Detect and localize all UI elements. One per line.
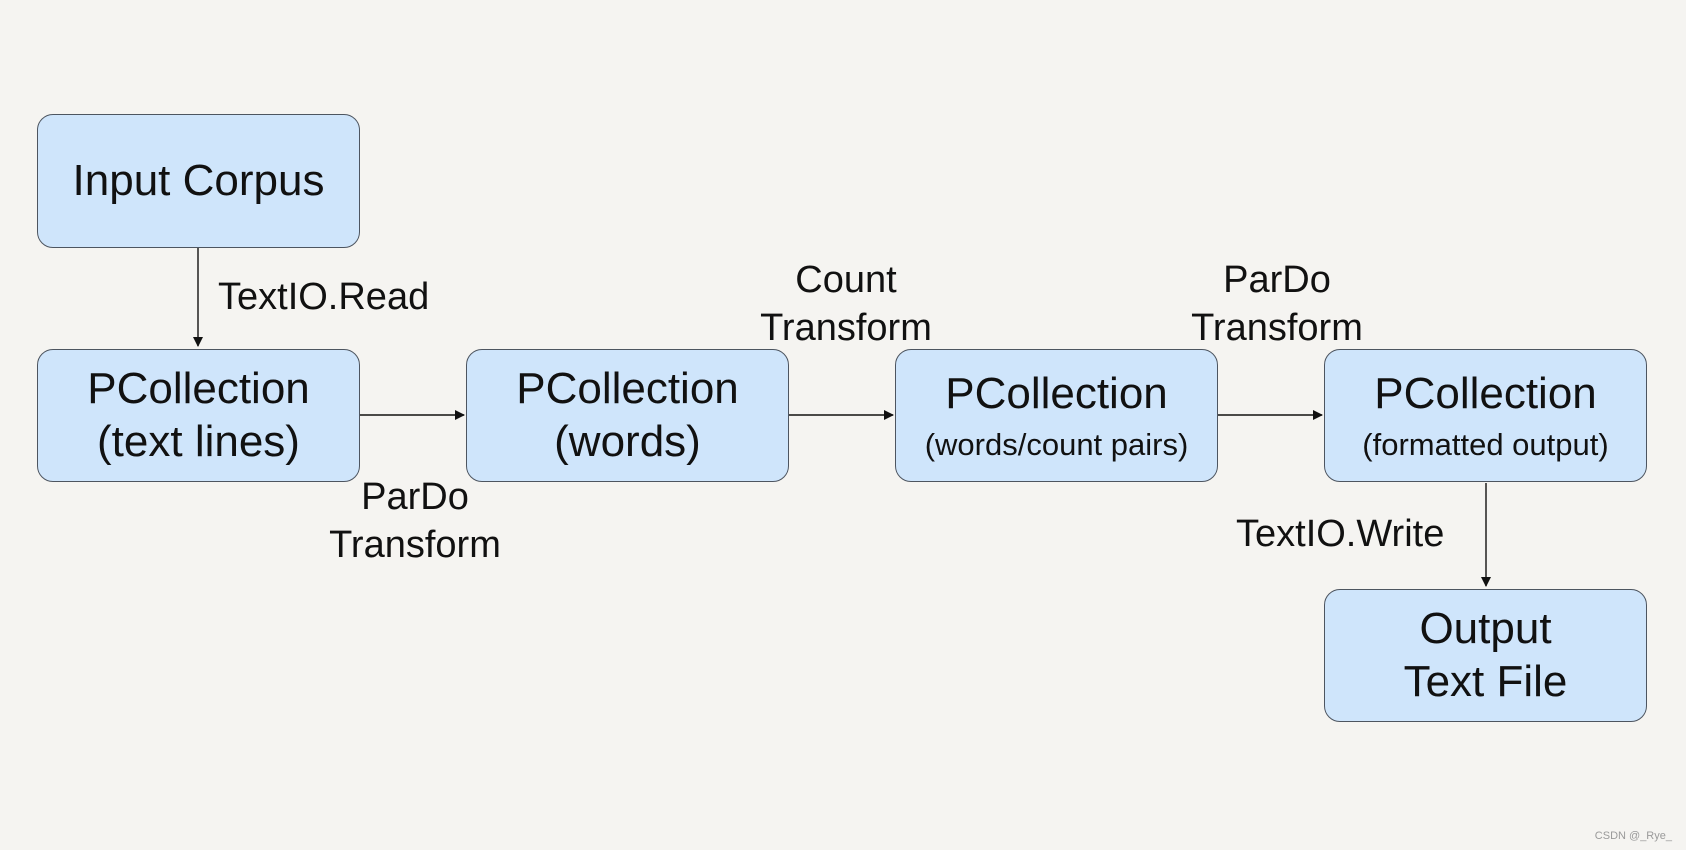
edge-label-line: ParDo [1223,259,1331,301]
node-sublabel: (words) [554,416,701,466]
edge-label-line: Transform [1191,306,1363,349]
edge-label-write: TextIO.Write [1236,511,1444,559]
node-input-corpus: Input Corpus [37,114,360,248]
edge-label-pardo-1: ParDo Transform [318,474,512,569]
node-pcollection-words: PCollection (words) [466,349,789,482]
node-label: PCollection [1374,368,1597,418]
edge-label-line: TextIO.Read [218,276,430,318]
node-label: PCollection [87,363,310,413]
node-sublabel: Text File [1403,656,1568,706]
edge-label-read: TextIO.Read [218,274,429,322]
node-sublabel: (text lines) [97,416,300,466]
watermark: CSDN @_Rye_ [1594,830,1672,842]
edge-label-line: Transform [329,523,501,566]
node-pcollection-text-lines: PCollection (text lines) [37,349,360,482]
edge-label-count: Count Transform [749,257,943,352]
node-label: Input Corpus [72,155,325,205]
node-output-text-file: Output Text File [1324,589,1647,722]
edge-label-line: Count [795,259,897,301]
node-sublabel: (words/count pairs) [924,427,1189,463]
edge-label-line: TextIO.Write [1236,513,1445,555]
node-sublabel: (formatted output) [1362,427,1609,463]
node-pcollection-word-count-pairs: PCollection (words/count pairs) [895,349,1218,482]
edge-label-pardo-2: ParDo Transform [1180,257,1374,352]
node-label: PCollection [945,368,1168,418]
node-label: Output [1419,603,1552,653]
node-pcollection-formatted-output: PCollection (formatted output) [1324,349,1647,482]
edge-label-line: ParDo [361,476,469,518]
node-label: PCollection [516,363,739,413]
edge-label-line: Transform [760,306,932,349]
